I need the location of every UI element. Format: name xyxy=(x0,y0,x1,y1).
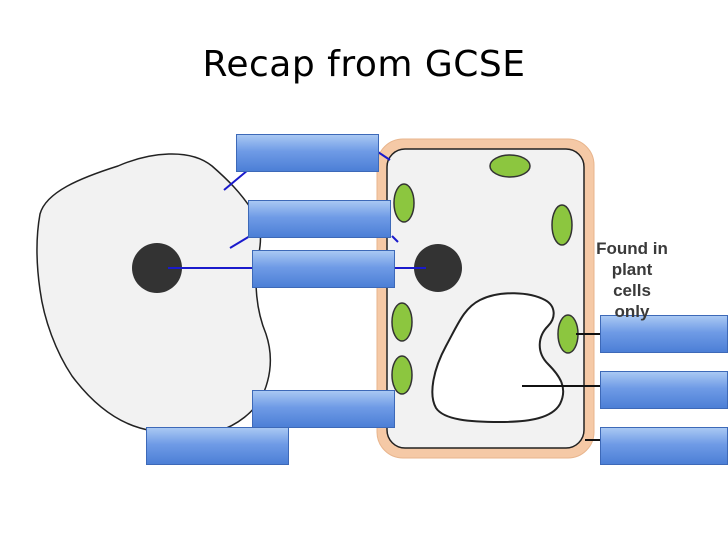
animal-nucleus xyxy=(132,243,182,293)
leader-line xyxy=(223,169,249,191)
label-box[interactable] xyxy=(236,134,379,172)
plant-nucleus xyxy=(414,244,462,292)
chloroplast xyxy=(551,204,573,246)
plant-note-line3: only xyxy=(614,302,650,321)
plant-note-line1: Found in xyxy=(596,239,668,258)
chloroplast xyxy=(489,154,531,178)
label-box[interactable] xyxy=(600,427,728,465)
animal-cell-membrane xyxy=(36,153,271,437)
chloroplast xyxy=(557,314,579,354)
label-box[interactable] xyxy=(252,250,395,288)
leader-line xyxy=(377,151,391,161)
label-box[interactable] xyxy=(252,390,395,428)
chloroplast xyxy=(393,183,415,223)
plant-only-note: Found in plant cells only xyxy=(592,238,672,322)
vacuole xyxy=(431,292,565,424)
leader-line xyxy=(391,235,399,243)
slide-title: Recap from GCSE xyxy=(202,44,526,85)
label-box[interactable] xyxy=(600,315,728,353)
leader-line xyxy=(229,235,251,249)
label-box[interactable] xyxy=(600,371,728,409)
plant-note-line2: plant cells xyxy=(611,260,653,300)
chloroplast xyxy=(391,302,413,342)
label-box[interactable] xyxy=(146,427,289,465)
chloroplast xyxy=(391,355,413,395)
label-box[interactable] xyxy=(248,200,391,238)
